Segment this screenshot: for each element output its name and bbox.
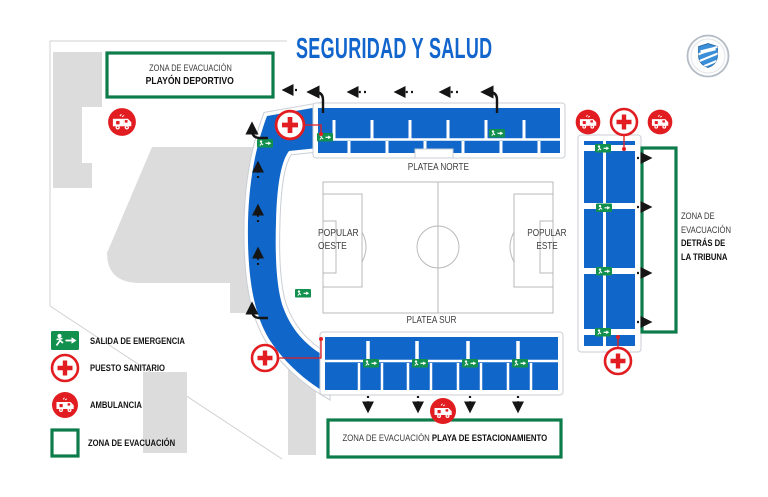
stand-label-platea-norte: PLATEA NORTE <box>407 162 469 173</box>
zone-right-line1: ZONA DE <box>681 211 715 221</box>
stand-label-platea-sur: PLATEA SUR <box>406 315 456 326</box>
football-field <box>322 181 554 314</box>
zone-right-line4: LA TRIBUNA <box>681 251 728 262</box>
stand-popular-este <box>577 134 642 353</box>
zone-bottom-line1: ZONA DE EVACUACIÓN <box>342 433 430 444</box>
evacuation-zone-bottom-label: ZONA DE EVACUACIÓN PLAYA DE ESTACIONAMIE… <box>328 420 561 457</box>
stand-platea-norte <box>312 102 566 159</box>
page-title: SEGURIDAD Y SALUD <box>296 33 493 65</box>
legend-label-puesto: PUESTO SANITARIO <box>90 363 165 373</box>
zone-right-line2: EVACUACIÓN <box>681 224 732 235</box>
legend-label-zona: ZONA DE EVACUACIÓN <box>88 438 176 448</box>
legend-label-salida: SALIDA DE EMERGENCIA <box>90 336 185 346</box>
zone-bottom-line2: PLAYA DE ESTACIONAMIENTO <box>431 433 547 444</box>
zone-top-line1: ZONA DE EVACUACIÓN <box>148 63 232 73</box>
zone-top-line2: PLAYÓN DEPORTIVO <box>145 75 235 87</box>
zone-right-line3: DETRÁS DE <box>681 238 726 248</box>
evacuation-zone-boxes <box>50 51 678 459</box>
evacuation-zone-top-label: ZONA DE EVACUACIÓN PLAYÓN DEPORTIVO <box>107 53 273 97</box>
evacuation-arrows <box>245 83 653 414</box>
legend-label-ambulancia: AMBULANCIA <box>90 400 142 410</box>
club-crest-logo <box>686 34 730 78</box>
first-aid-connectors <box>278 124 625 359</box>
evacuation-zone-right-label: ZONA DE EVACUACIÓN DETRÁS DE LA TRIBUNA <box>681 210 731 264</box>
connector-dots <box>319 132 626 341</box>
legend-emergency-exit-icon <box>51 331 79 350</box>
legend-first-aid-icon <box>50 353 80 383</box>
legend-ambulance-icon <box>51 391 79 419</box>
stand-label-popular-este: POPULAR ESTE <box>527 228 567 252</box>
stand-platea-sur <box>319 331 564 396</box>
